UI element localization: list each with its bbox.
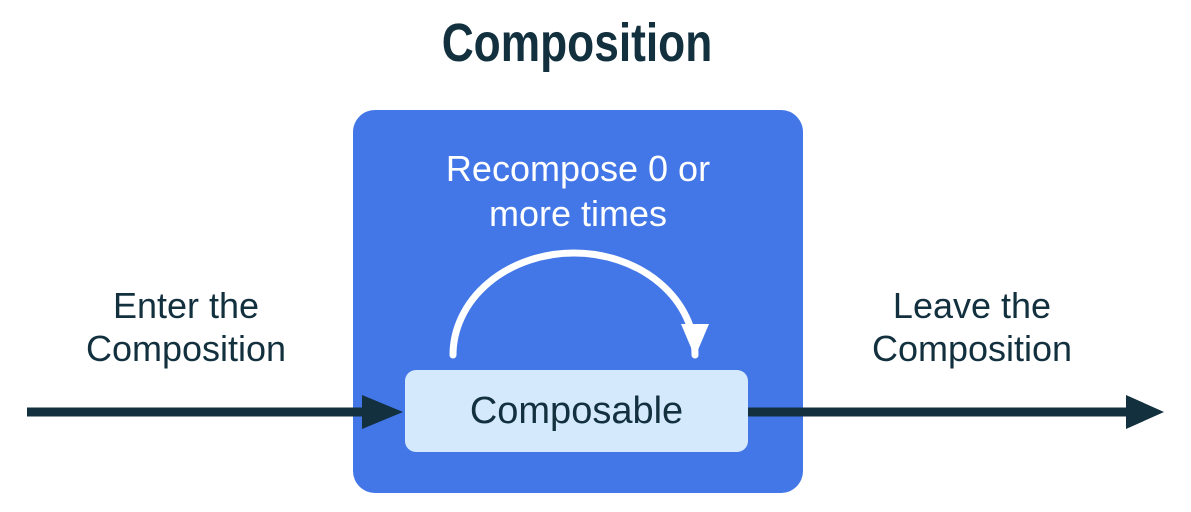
enter-label-line2: Composition: [85, 328, 287, 369]
enter-arrow-icon: [27, 395, 403, 429]
composable-box: Composable: [405, 370, 748, 452]
recompose-label: Recompose 0 or more times: [353, 146, 803, 236]
recompose-label-line2: more times: [488, 193, 668, 234]
leave-label-line2: Composition: [871, 328, 1073, 369]
leave-composition-label: Leave the Composition: [822, 284, 1122, 370]
leave-label-line1: Leave the: [892, 285, 1052, 326]
page-title: Composition: [377, 12, 777, 74]
page-title-text: Composition: [441, 13, 713, 73]
enter-composition-label: Enter the Composition: [36, 284, 336, 370]
composable-label: Composable: [469, 389, 684, 432]
recompose-label-line1: Recompose 0 or: [445, 148, 711, 189]
enter-label-line1: Enter the: [112, 285, 260, 326]
leave-arrow-icon: [748, 395, 1164, 429]
